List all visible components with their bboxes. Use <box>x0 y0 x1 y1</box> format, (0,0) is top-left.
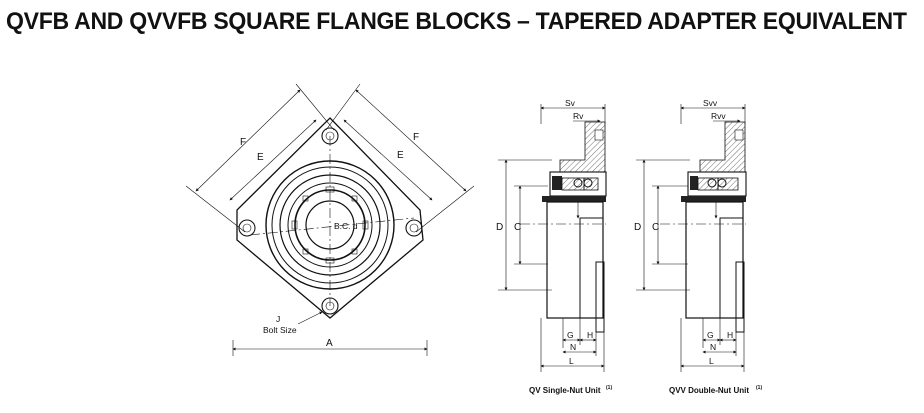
dim-d-single: D <box>496 222 503 233</box>
page-title: QVFB AND QVVFB SQUARE FLANGE BLOCKS – TA… <box>6 8 907 35</box>
bolt-hole-right <box>405 219 423 237</box>
dim-s-double: Svv <box>703 98 718 108</box>
dim-f-left: F <box>240 137 246 148</box>
dim-g-double: G <box>707 330 714 340</box>
dim-r-single: Rv <box>573 111 584 121</box>
dim-r-double: Rvv <box>711 111 726 121</box>
caption-single-nut: QV Single-Nut Unit <box>529 386 601 395</box>
dim-l-double: L <box>709 356 714 366</box>
dim-f-right: F <box>413 132 419 143</box>
dim-bolt-circle: B.C. d <box>334 221 358 231</box>
dim-c-single: C <box>514 222 521 233</box>
dim-s-single: Sv <box>565 98 576 108</box>
bolt-size-label: Bolt Size <box>263 325 297 335</box>
front-view: F E F E B.C. d J Bolt Size A <box>185 83 475 356</box>
dim-h-double: H <box>727 330 733 340</box>
flange-outline <box>236 117 424 319</box>
dim-g-single: G <box>567 330 574 340</box>
dim-n-single: N <box>570 342 576 352</box>
caption-double-note: (1) <box>756 385 762 391</box>
dim-n-double: N <box>710 342 716 352</box>
dim-j: J <box>276 314 280 324</box>
dim-h-single: H <box>587 330 593 340</box>
dim-e-right: E <box>397 150 404 161</box>
caption-double-nut: QVV Double-Nut Unit <box>669 386 749 395</box>
dim-a: A <box>326 338 333 349</box>
double-nut-view: Svv Rvv D C G H N L QVV <box>634 98 762 395</box>
dim-e-left: E <box>257 152 264 163</box>
bolt-hole-left <box>238 219 256 237</box>
single-nut-view: Sv Rv D C <box>496 98 612 395</box>
dim-l-single: L <box>569 356 574 366</box>
dim-d-double: D <box>634 222 641 233</box>
caption-single-note: (1) <box>606 385 612 391</box>
dim-c-double: C <box>652 222 659 233</box>
